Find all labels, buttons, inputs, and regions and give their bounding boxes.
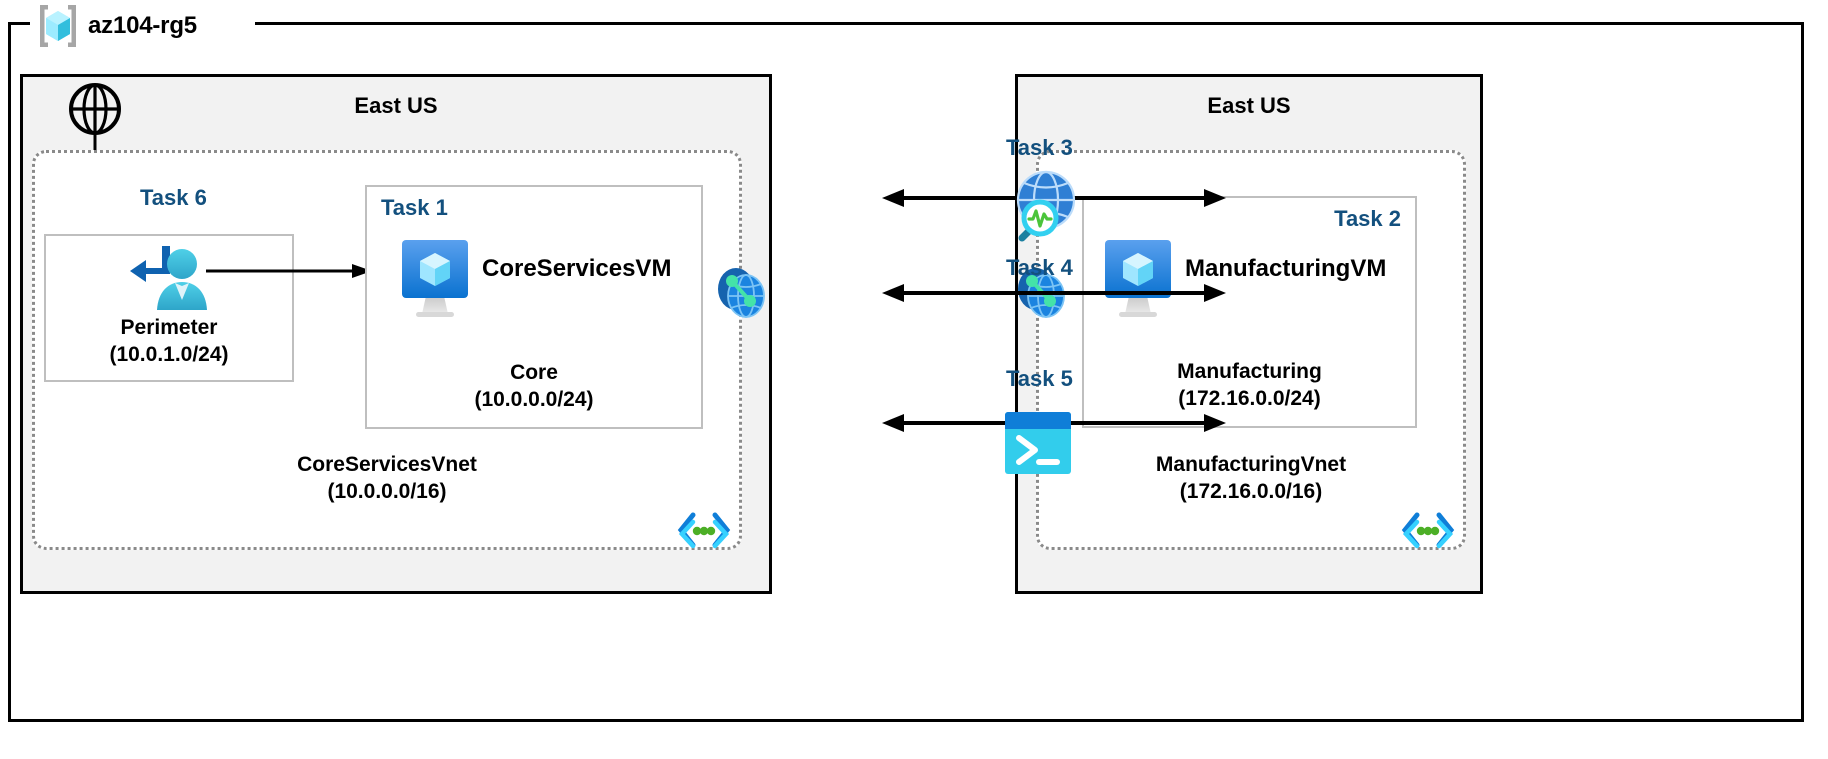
subnet-core-name: Core <box>510 361 558 385</box>
subnet-perimeter-label: Perimeter (10.0.1.0/24) <box>46 315 292 368</box>
task-label-2: Task 2 <box>1334 206 1401 231</box>
bastion-user-icon <box>124 242 220 323</box>
vnet-manufacturing-cidr: (172.16.0.0/16) <box>1179 479 1323 503</box>
vnet-coreservices-name: CoreServicesVnet <box>297 453 477 477</box>
subnet-perimeter-cidr: (10.0.1.0/24) <box>109 342 229 366</box>
vnet-subnet-code-icon <box>1401 509 1455 551</box>
task4-bidirectional-arrow <box>882 284 1226 302</box>
vnet-peering-icon-right <box>1012 262 1074 329</box>
resource-group-name: az104-rg5 <box>88 12 197 39</box>
internet-globe-icon <box>67 80 123 143</box>
vm-name-coreservices: CoreServicesVM <box>482 255 672 282</box>
subnet-core: Task 1 Core (10.0.0.0/24) <box>365 185 703 429</box>
subnet-core-cidr: (10.0.0.0/24) <box>474 387 594 411</box>
task-label-5: Task 5 <box>1006 366 1073 391</box>
vnet-coreservices-label: CoreServicesVnet (10.0.0.0/16) <box>35 452 739 505</box>
perimeter-to-core-arrow <box>206 264 372 278</box>
subnet-manufacturing-cidr: (172.16.0.0/24) <box>1178 386 1321 410</box>
subnet-core-label: Core (10.0.0.0/24) <box>367 360 701 413</box>
task-label-1: Task 1 <box>381 195 448 220</box>
subnet-manufacturing-label: Manufacturing (172.16.0.0/24) <box>1084 359 1415 412</box>
cloud-shell-icon <box>1003 410 1075 481</box>
resource-group-title: az104-rg5 <box>34 3 197 49</box>
vnet-peering-icon-left <box>712 262 774 329</box>
task-label-6: Task 6 <box>140 185 207 210</box>
virtual-machine-icon <box>1103 238 1173 327</box>
region-name-right: East US <box>1207 93 1291 118</box>
resource-group-cube-icon <box>34 3 82 49</box>
resource-group-frame <box>8 22 1804 722</box>
subnet-perimeter-name: Perimeter <box>120 316 218 340</box>
virtual-machine-icon <box>400 238 470 327</box>
region-name-left: East US <box>354 93 438 118</box>
vnet-coreservices-cidr: (10.0.0.0/16) <box>327 479 447 503</box>
vm-name-manufacturing: ManufacturingVM <box>1185 255 1387 282</box>
task-label-4: Task 4 <box>1006 255 1073 280</box>
vnet-manufacturing-label: ManufacturingVnet (172.16.0.0/16) <box>1039 452 1463 505</box>
vnet-manufacturing-name: ManufacturingVnet <box>1155 453 1347 477</box>
network-watcher-icon <box>1000 168 1084 253</box>
task-label-3: Task 3 <box>1006 135 1073 160</box>
subnet-manufacturing-name: Manufacturing <box>1177 360 1322 384</box>
vnet-subnet-code-icon <box>677 509 731 551</box>
